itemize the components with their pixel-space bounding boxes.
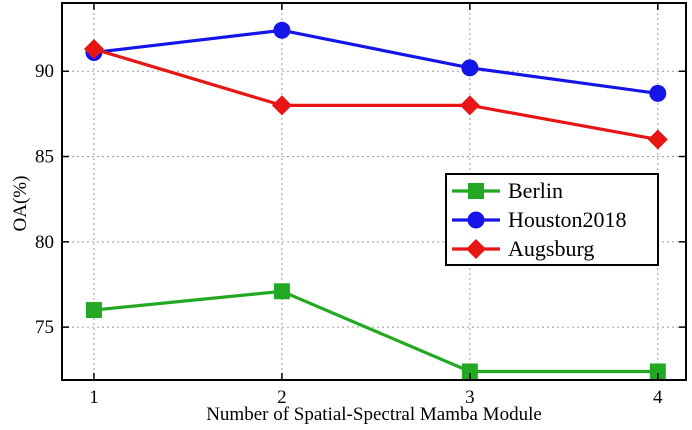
- data-point: [85, 302, 102, 319]
- legend-label: Houston2018: [508, 207, 627, 232]
- y-axis-label: OA(%): [10, 176, 31, 232]
- data-point: [649, 363, 666, 380]
- data-point: [649, 84, 667, 102]
- legend-marker: [466, 239, 486, 259]
- x-axis-label: Number of Spatial-Spectral Mamba Module: [206, 404, 542, 425]
- legend-item: Augsburg: [452, 236, 594, 261]
- data-point: [273, 21, 291, 39]
- x-tick-label: 1: [89, 387, 99, 408]
- y-tick-label: 75: [35, 317, 54, 338]
- series-layer: [83, 21, 668, 380]
- series-augsburg: [83, 39, 668, 150]
- axis-ticks: [62, 3, 686, 380]
- x-tick-label: 2: [277, 387, 287, 408]
- data-point: [647, 129, 668, 150]
- legend-label: Augsburg: [508, 236, 594, 261]
- series-houston2018: [85, 21, 667, 102]
- data-point: [459, 95, 480, 116]
- data-point: [83, 39, 104, 60]
- legend-marker: [468, 183, 484, 199]
- series-line: [93, 47, 659, 142]
- data-point: [461, 363, 478, 380]
- series-line: [93, 28, 659, 95]
- legend-marker: [467, 211, 485, 229]
- data-point: [461, 59, 479, 77]
- data-point: [273, 283, 290, 300]
- y-tick-label: 90: [35, 61, 54, 82]
- legend-item: Houston2018: [452, 207, 627, 232]
- legend-item: Berlin: [452, 178, 563, 203]
- tick-labels: 1 2 3 4 75 80 85 90: [35, 61, 663, 408]
- legend-label: Berlin: [508, 178, 563, 203]
- series-berlin: [85, 283, 666, 380]
- x-tick-label: 3: [465, 387, 475, 408]
- plot-frame: [61, 2, 687, 381]
- series-line: [93, 289, 658, 374]
- x-tick-label: 4: [653, 387, 663, 408]
- y-tick-label: 85: [35, 147, 54, 168]
- y-tick-label: 80: [35, 232, 54, 253]
- data-point: [271, 95, 292, 116]
